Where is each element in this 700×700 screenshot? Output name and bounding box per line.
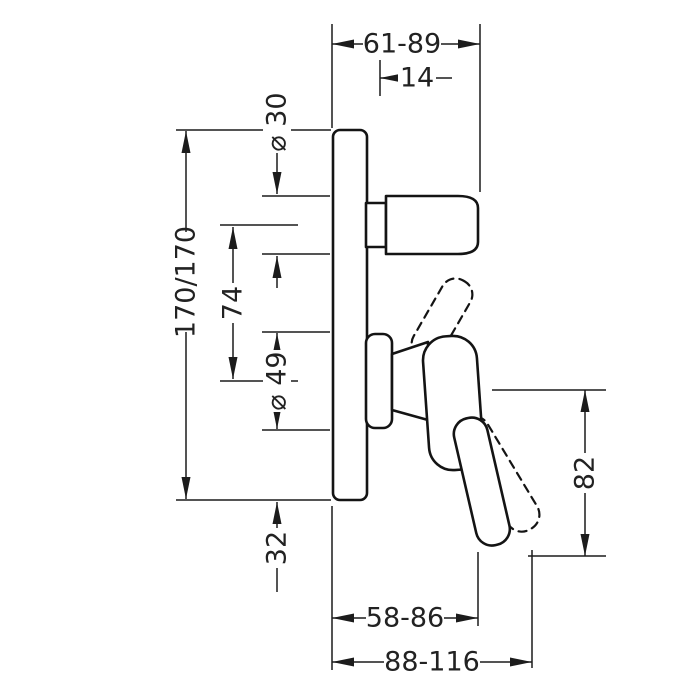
label-bg bbox=[172, 232, 200, 332]
dim-text-bottom-width-inner: 58-86 bbox=[366, 603, 444, 634]
dim-label-plate-size: 170/170 bbox=[171, 226, 202, 338]
dim-text-center-distance: 74 bbox=[218, 286, 249, 320]
dimension-labels: 61-89 14 ⌀ 30 170/170 74 ⌀ 49 bbox=[171, 29, 601, 678]
label-bg bbox=[571, 453, 599, 493]
dim-text-top-width: 61-89 bbox=[363, 29, 441, 60]
control-knob bbox=[384, 194, 480, 256]
dim-text-knob-diameter: ⌀ 30 bbox=[262, 92, 293, 151]
label-bg bbox=[263, 91, 291, 153]
dim-label-bottom-width-outer: 88-116 bbox=[384, 647, 480, 678]
dim-text-plate-size: 170/170 bbox=[171, 226, 202, 338]
label-bg bbox=[363, 30, 441, 58]
lever-escutcheon bbox=[364, 332, 394, 430]
dim-text-bottom-offset: 32 bbox=[262, 531, 293, 565]
dim-text-rosette-diameter: ⌀ 49 bbox=[262, 351, 293, 410]
label-bg bbox=[263, 350, 291, 412]
dim-text-handle-depth: 14 bbox=[400, 63, 434, 94]
dim-label-bottom-offset: 32 bbox=[262, 528, 293, 568]
dim-text-bottom-width-outer: 88-116 bbox=[384, 647, 480, 678]
dim-text-lever-drop: 82 bbox=[570, 456, 601, 490]
dim-label-lever-drop: 82 bbox=[570, 453, 601, 493]
label-bg bbox=[366, 604, 444, 632]
extension-lines bbox=[176, 24, 606, 670]
label-bg bbox=[384, 648, 480, 676]
dim-label-center-distance: 74 bbox=[218, 283, 249, 323]
dim-label-bottom-width-inner: 58-86 bbox=[366, 603, 444, 634]
lever-grip bbox=[452, 416, 512, 547]
wall-plate bbox=[331, 128, 369, 502]
label-bg bbox=[219, 283, 247, 323]
label-bg bbox=[398, 64, 436, 92]
fixture bbox=[331, 128, 541, 547]
knob-stem bbox=[364, 201, 388, 249]
dim-label-knob-diameter: ⌀ 30 bbox=[262, 91, 293, 153]
dim-label-top-width: 61-89 bbox=[363, 29, 441, 60]
dim-label-handle-depth: 14 bbox=[398, 63, 436, 94]
label-bg bbox=[263, 528, 291, 568]
lever-alt-up-dashed bbox=[410, 277, 474, 361]
dim-label-rosette-diameter: ⌀ 49 bbox=[262, 350, 293, 412]
